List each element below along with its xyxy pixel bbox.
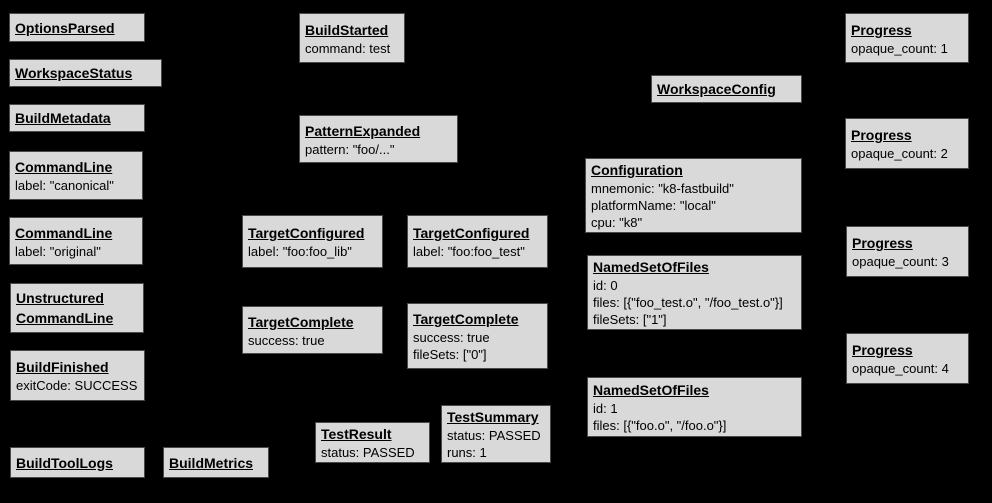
node-field: runs: 1: [447, 445, 487, 460]
node-field: opaque_count: 2: [851, 146, 948, 161]
node-title: CommandLine: [15, 224, 113, 241]
node-field: opaque_count: 1: [851, 40, 948, 56]
node-title: BuildToolLogs: [16, 454, 113, 471]
node-field: label: "foo:foo_lib": [248, 244, 352, 259]
node-target-complete-foo-test: TargetComplete success: true fileSets: […: [407, 303, 548, 369]
node-options-parsed: OptionsParsed: [9, 13, 145, 42]
node-title: BuildStarted: [305, 21, 389, 38]
node-workspace-config: WorkspaceConfig: [651, 75, 802, 103]
node-progress-3: Progress opaque_count: 3: [846, 226, 969, 277]
node-field: fileSets: ["1"]: [593, 312, 667, 327]
node-workspace-status: WorkspaceStatus: [9, 59, 162, 87]
node-title: TestResult: [321, 426, 392, 442]
node-pattern-expanded: PatternExpanded pattern: "foo/...": [299, 115, 458, 163]
node-field: files: [{"foo.o", "/foo.o"}]: [593, 418, 727, 433]
node-command-line-canonical: CommandLine label: "canonical": [9, 151, 143, 200]
node-field: cpu: "k8": [591, 215, 643, 230]
node-field: pattern: "foo/...": [305, 141, 395, 157]
node-target-configured-foo-lib: TargetConfigured label: "foo:foo_lib": [242, 215, 383, 268]
node-progress-2: Progress opaque_count: 2: [845, 118, 969, 169]
node-field: id: 0: [593, 278, 618, 293]
node-configuration: Configuration mnemonic: "k8-fastbuild" p…: [585, 158, 802, 233]
node-build-metrics: BuildMetrics: [163, 447, 269, 478]
node-target-configured-foo-test: TargetConfigured label: "foo:foo_test": [407, 215, 548, 268]
node-build-tool-logs: BuildToolLogs: [10, 447, 145, 478]
node-build-started: BuildStarted command: test: [299, 13, 405, 63]
node-title: WorkspaceStatus: [15, 65, 133, 81]
node-title: TargetConfigured: [248, 225, 365, 241]
node-field: success: true: [413, 330, 490, 345]
node-field: mnemonic: "k8-fastbuild": [591, 181, 734, 196]
node-field: opaque_count: 4: [852, 361, 949, 376]
node-title: BuildMetrics: [169, 454, 254, 471]
node-title: TargetComplete: [413, 311, 519, 327]
node-test-summary: TestSummary status: PASSED runs: 1: [441, 405, 551, 463]
node-field: label: "canonical": [15, 178, 114, 193]
node-build-metadata: BuildMetadata: [9, 104, 145, 132]
node-field: status: PASSED: [321, 445, 415, 460]
node-title: CommandLine: [15, 159, 113, 175]
node-title: NamedSetOfFiles: [593, 382, 709, 398]
node-field: platformName: "local": [591, 198, 716, 213]
node-unstructured-command-line: Unstructured CommandLine: [10, 283, 144, 333]
node-test-result: TestResult status: PASSED: [315, 422, 430, 463]
node-named-set-of-files-1: NamedSetOfFiles id: 1 files: [{"foo.o", …: [587, 377, 802, 437]
node-title: TargetComplete: [248, 313, 354, 330]
node-build-finished: BuildFinished exitCode: SUCCESS: [10, 350, 145, 401]
node-field: status: PASSED: [447, 428, 541, 443]
node-field: id: 1: [593, 401, 618, 416]
node-title: TestSummary: [447, 409, 539, 425]
node-progress-4: Progress opaque_count: 4: [846, 333, 969, 384]
node-command-line-original: CommandLine label: "original": [9, 217, 143, 265]
node-title: Progress: [852, 342, 913, 358]
node-title: BuildMetadata: [15, 110, 111, 126]
node-field: success: true: [248, 332, 325, 348]
node-title: BuildFinished: [16, 359, 109, 375]
node-field: fileSets: ["0"]: [413, 347, 487, 362]
node-field: label: "original": [15, 243, 101, 259]
node-title: PatternExpanded: [305, 122, 421, 139]
node-title: NamedSetOfFiles: [593, 259, 709, 275]
node-title: Unstructured CommandLine: [16, 290, 114, 326]
node-title: OptionsParsed: [15, 19, 115, 36]
node-title: WorkspaceConfig: [657, 81, 776, 97]
node-field: exitCode: SUCCESS: [16, 378, 138, 393]
node-field: files: [{"foo_test.o", "/foo_test.o"}]: [593, 295, 783, 310]
node-target-complete-foo-lib: TargetComplete success: true: [242, 306, 383, 354]
node-title: TargetConfigured: [413, 225, 530, 241]
node-title: Configuration: [591, 162, 683, 178]
node-field: command: test: [305, 40, 391, 56]
node-progress-1: Progress opaque_count: 1: [845, 13, 969, 63]
node-title: Progress: [851, 21, 912, 38]
node-field: label: "foo:foo_test": [413, 244, 525, 259]
node-title: Progress: [852, 235, 913, 251]
node-named-set-of-files-0: NamedSetOfFiles id: 0 files: [{"foo_test…: [587, 255, 802, 330]
node-field: opaque_count: 3: [852, 254, 949, 269]
node-title: Progress: [851, 127, 912, 143]
